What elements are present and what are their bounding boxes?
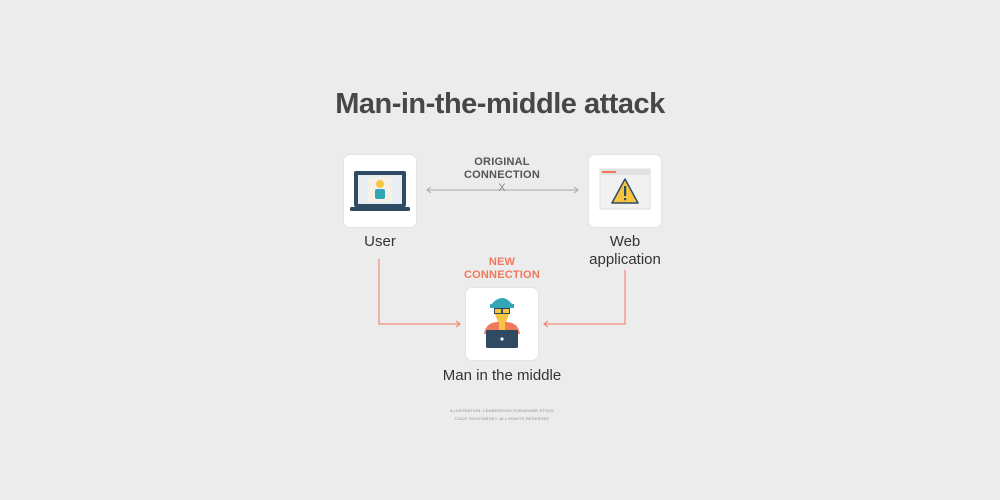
hacker-laptop-icon xyxy=(484,298,520,348)
new-connection-user-line xyxy=(378,259,461,328)
new-connection-line1: NEW xyxy=(488,256,516,268)
original-connection-label: ORIGINAL CONNECTION X xyxy=(442,156,562,195)
new-connection-web-line xyxy=(543,270,626,328)
page-title: Man-in-the-middle attack xyxy=(335,88,665,120)
new-connection-line2: CONNECTION xyxy=(464,269,540,281)
copyright-notice: ©2020 TECHTARGET. ALL RIGHTS RESERVED xyxy=(454,416,550,421)
browser-warning-icon xyxy=(599,168,651,210)
web-application-label-line2: application xyxy=(589,251,661,268)
new-connection-label: NEW CONNECTION xyxy=(442,256,562,282)
laptop-user-icon xyxy=(350,171,410,211)
man-in-the-middle-label: Man in the middle xyxy=(442,367,562,384)
web-application-label-line1: Web xyxy=(609,233,641,250)
user-label: User xyxy=(364,233,396,250)
broken-connection-mark: X xyxy=(498,182,506,194)
web-application-label: Web application xyxy=(565,233,685,269)
user-node xyxy=(344,155,416,227)
illustration-credit: ILLUSTRATION: LEMBERGVECTOR/ADOBE STOCK xyxy=(449,408,555,413)
web-application-node xyxy=(589,155,661,227)
original-connection-line1: ORIGINAL xyxy=(474,156,530,168)
original-connection-line xyxy=(426,186,579,194)
original-connection-line2: CONNECTION xyxy=(464,169,540,181)
man-in-the-middle-node xyxy=(466,288,538,360)
